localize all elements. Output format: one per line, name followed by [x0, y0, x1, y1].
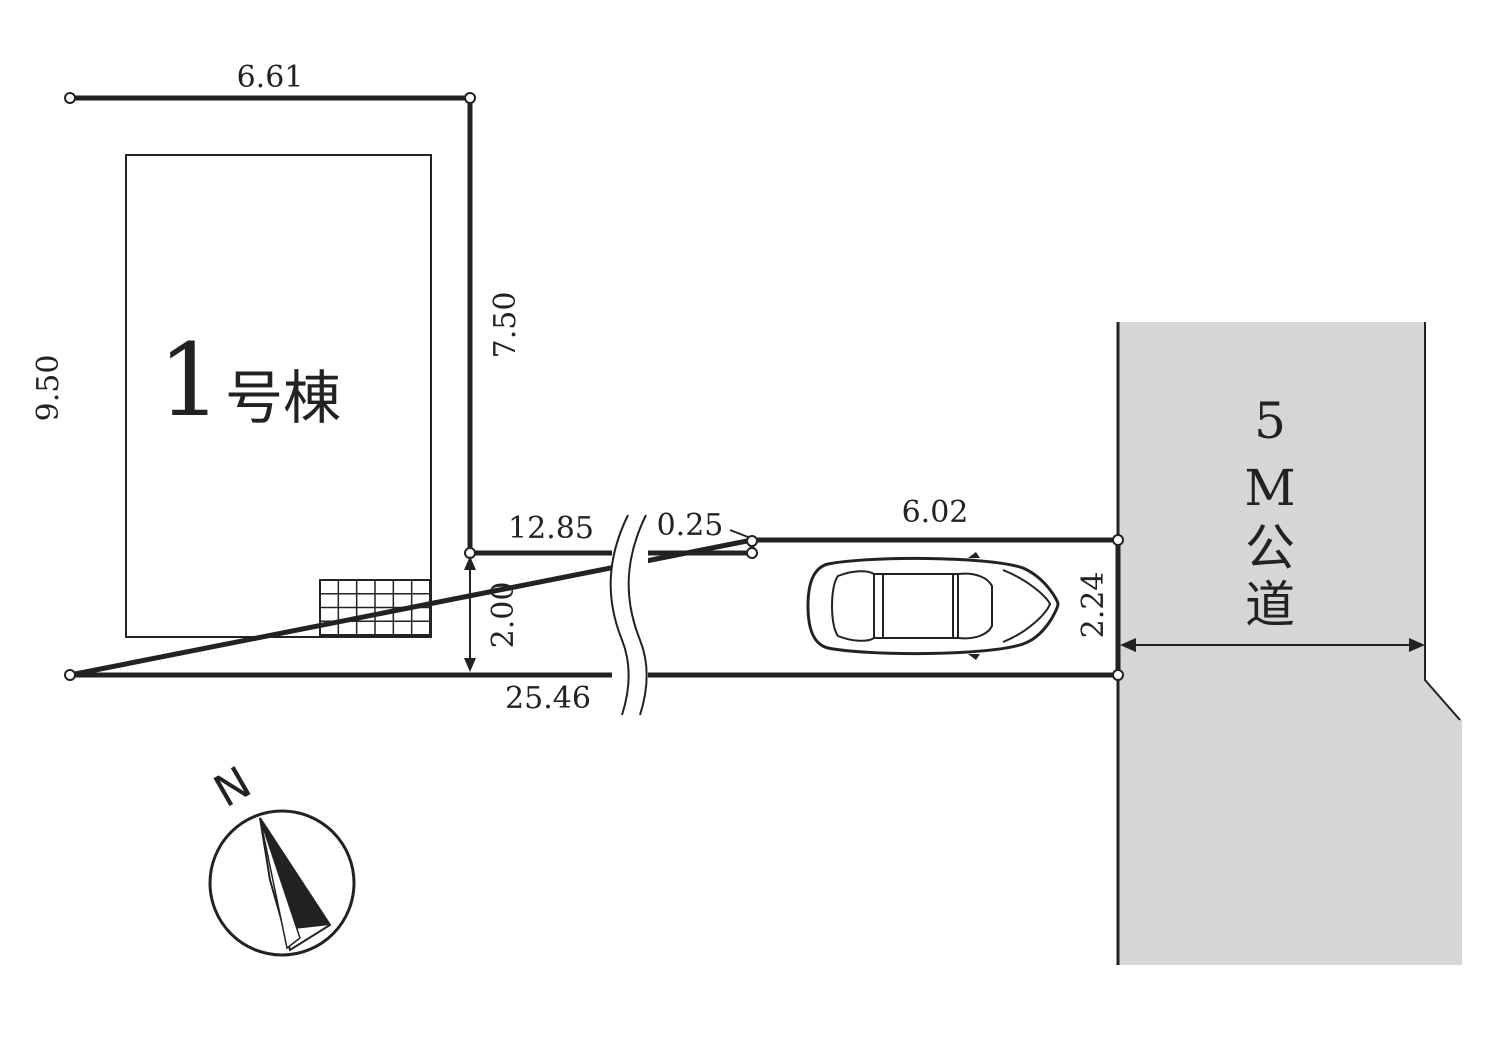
dim-left-depth: 9.50 [31, 355, 66, 422]
dim-bottom-total: 25.46 [505, 681, 591, 716]
dim-offset: 0.25 [657, 508, 724, 543]
dim-flag-width: 2.00 [486, 582, 521, 649]
road-type-label-2: 道 [1245, 576, 1295, 634]
road-width-arrow [1120, 638, 1425, 652]
north-arrow-icon [259, 817, 332, 952]
dim-top-width: 6.61 [237, 60, 304, 95]
building-footprint [125, 154, 432, 638]
compass-north-letter: N [206, 757, 260, 818]
building-suffix: 号棟 [225, 364, 341, 432]
dim-access-a: 12.85 [508, 511, 594, 546]
compass: N [206, 757, 356, 957]
road: 5 M 公 道 [1116, 322, 1462, 965]
building-number: 1 [158, 322, 222, 439]
dim-access-b: 6.02 [902, 495, 969, 530]
road-type-label-1: 公 [1245, 519, 1295, 577]
dim-right-depth: 7.50 [488, 292, 523, 359]
road-area [1118, 322, 1462, 965]
compass-ring [208, 809, 356, 957]
break-symbol [609, 514, 648, 716]
flag-width-arrow [464, 556, 476, 672]
corner-nodes [64, 92, 1124, 681]
car-icon [806, 552, 1060, 660]
road-width-label: 5 [1254, 392, 1286, 450]
road-unit-label: M [1244, 459, 1295, 517]
grid-pad [319, 579, 431, 636]
dim-frontage: 2.24 [1076, 572, 1111, 639]
